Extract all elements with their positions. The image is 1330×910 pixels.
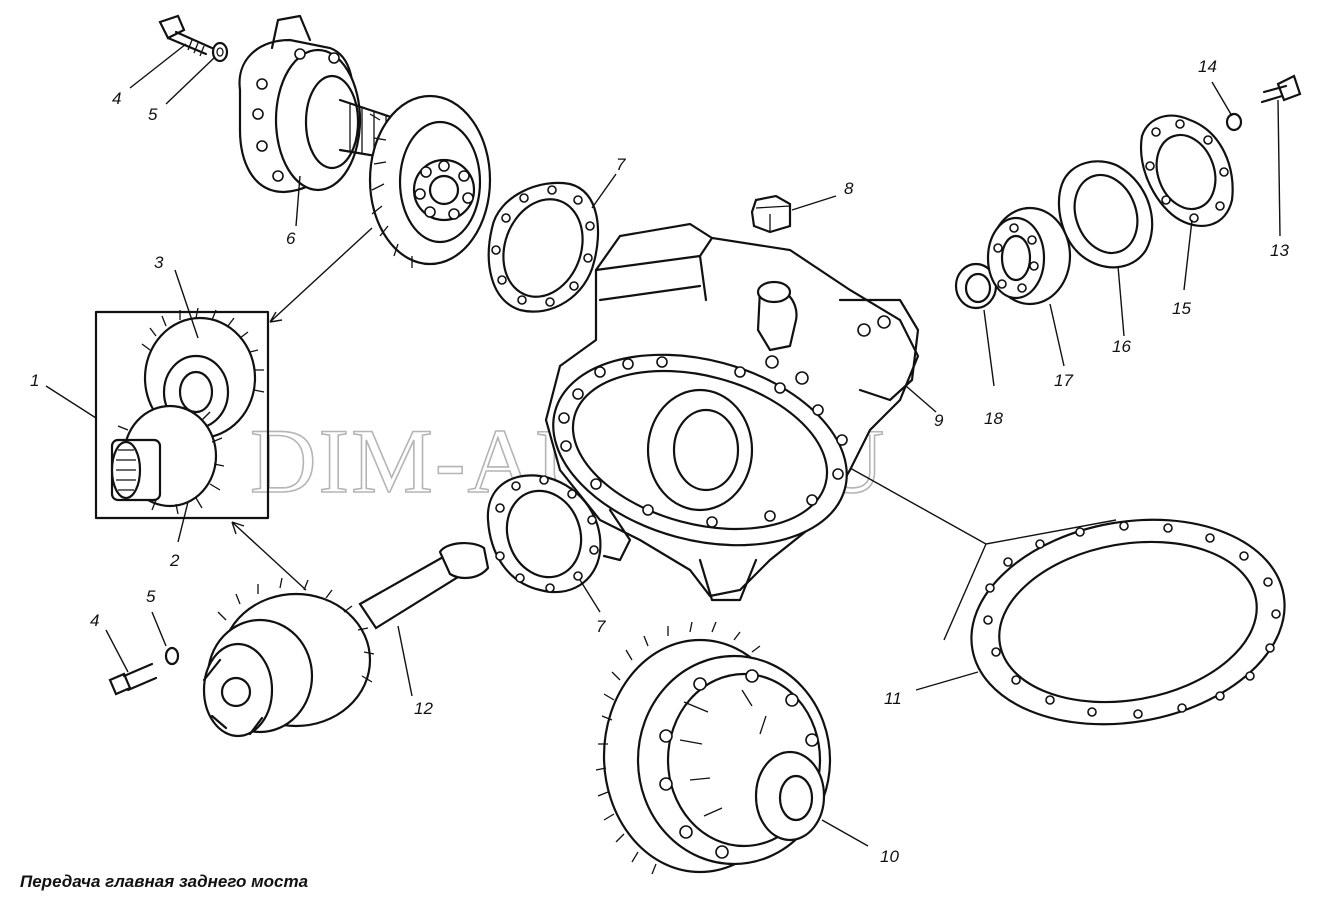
callout-5-bottom: 5 <box>146 587 156 606</box>
callout-10: 10 <box>880 847 899 866</box>
bevel-gear-set <box>94 307 270 520</box>
callout-16: 16 <box>1112 337 1131 356</box>
callout-8: 8 <box>844 179 854 198</box>
bearing-gasket <box>1057 160 1154 269</box>
callout-7-bottom: 7 <box>596 617 606 636</box>
leader-lines <box>45 43 1281 847</box>
callout-4-bottom: 4 <box>90 611 99 630</box>
bearing-cover <box>1139 114 1234 228</box>
differential-ring-gear <box>595 621 832 875</box>
callout-5-top: 5 <box>148 105 158 124</box>
drain-plug <box>750 194 792 234</box>
washer-bottom <box>164 646 180 666</box>
diagram-caption: Передача главная заднего моста <box>20 872 309 891</box>
callout-labels: 4 5 6 3 1 2 7 8 9 10 11 12 13 14 15 16 1… <box>30 57 1289 866</box>
gasket-bottom <box>486 474 602 594</box>
bolt-bottom <box>108 662 158 696</box>
callout-3: 3 <box>154 253 164 272</box>
callout-11: 11 <box>884 689 902 708</box>
callout-13: 13 <box>1270 241 1289 260</box>
callout-2: 2 <box>169 551 180 570</box>
callout-6: 6 <box>286 229 296 248</box>
gasket-top <box>487 181 600 313</box>
washer-top <box>211 41 229 63</box>
input-shaft-assembly <box>202 542 490 738</box>
callout-18: 18 <box>984 409 1003 428</box>
drive-gear-housing <box>238 14 492 268</box>
cover-bolt <box>1260 74 1302 104</box>
callout-4-top: 4 <box>112 89 121 108</box>
callout-12: 12 <box>414 699 433 718</box>
callout-1: 1 <box>30 371 39 390</box>
callout-17: 17 <box>1054 371 1073 390</box>
callout-9: 9 <box>934 411 944 430</box>
bearing <box>986 206 1072 306</box>
callout-15: 15 <box>1172 299 1191 318</box>
callout-14: 14 <box>1198 57 1217 76</box>
callout-7-top: 7 <box>616 155 626 174</box>
nut <box>1225 112 1243 132</box>
large-gasket-ring <box>970 518 1286 726</box>
bolt-top <box>158 14 214 57</box>
axle-housing <box>544 222 920 602</box>
